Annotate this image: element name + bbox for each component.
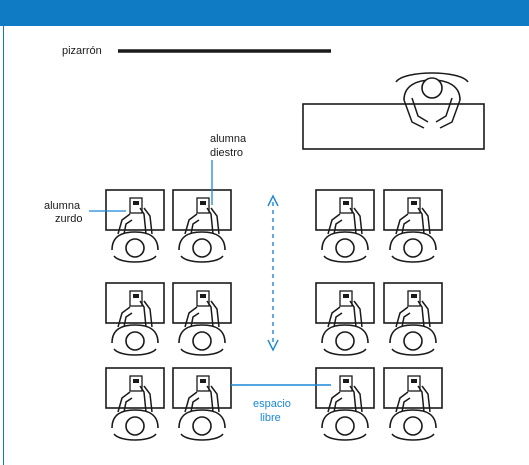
- teacher-desk: [302, 72, 485, 150]
- student-at-desk-icon: [105, 282, 165, 356]
- student-at-desk-icon: [315, 367, 375, 441]
- frame-left-border: [3, 26, 4, 465]
- right-handed-annotation: alumna diestro: [210, 133, 247, 205]
- board: pizarrón: [62, 45, 331, 57]
- student-at-desk-icon: [105, 367, 165, 441]
- student-at-desk-icon: [315, 282, 375, 356]
- free-space-label-line2: libre: [260, 412, 281, 424]
- free-space-annotation: espacio libre: [231, 384, 331, 424]
- student-group-left: [105, 189, 232, 441]
- student-at-desk-icon: [105, 189, 165, 263]
- free-space-label-line1: espacio: [253, 398, 291, 410]
- left-handed-label-line2: zurdo: [55, 213, 83, 225]
- student-at-desk-icon: [315, 189, 375, 263]
- student-group-right: [315, 189, 443, 441]
- aisle-arrow: [267, 194, 279, 352]
- right-handed-label-line2: diestro: [210, 147, 243, 159]
- left-handed-label-line1: alumna: [44, 200, 81, 212]
- student-at-desk-icon: [383, 367, 443, 441]
- header-bar: [0, 0, 529, 26]
- student-at-desk-icon: [172, 282, 232, 356]
- student-at-desk-icon: [383, 282, 443, 356]
- student-at-desk-icon: [172, 189, 232, 263]
- teacher-at-desk-icon: [395, 72, 469, 129]
- student-at-desk-icon: [172, 367, 232, 441]
- right-handed-label-line1: alumna: [210, 133, 247, 145]
- board-label: pizarrón: [62, 45, 102, 57]
- left-handed-annotation: alumna zurdo: [44, 200, 126, 225]
- student-at-desk-icon: [383, 189, 443, 263]
